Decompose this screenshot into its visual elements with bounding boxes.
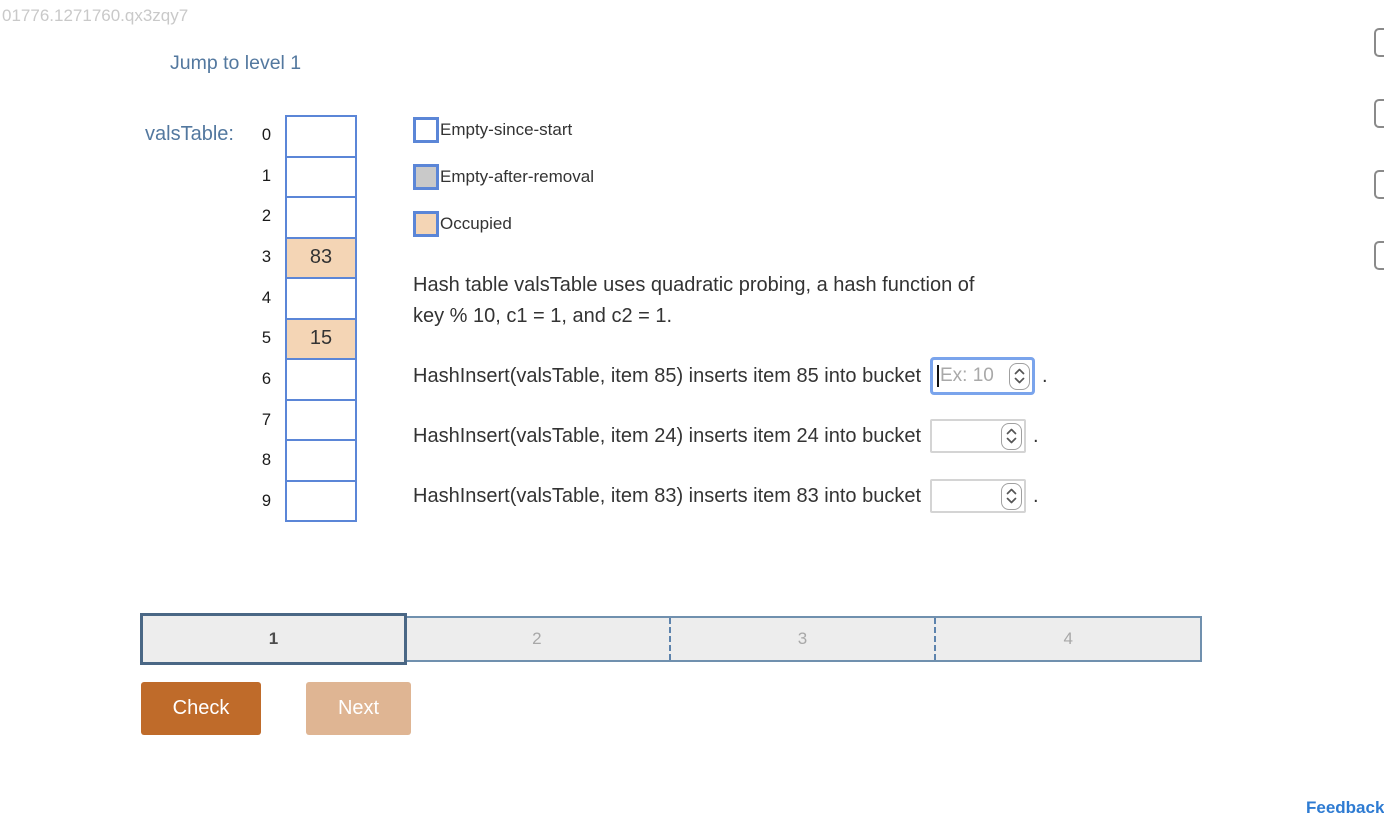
bucket-index-9: 9 <box>261 492 271 511</box>
question-prompt: HashInsert(valsTable, item 24) inserts i… <box>413 424 921 447</box>
text-caret <box>937 365 939 387</box>
document-id: 01776.1271760.qx3zqy7 <box>2 6 189 25</box>
bucket-index-4: 4 <box>261 288 271 307</box>
bucket-index-7: 7 <box>261 410 271 429</box>
legend-item: Empty-after-removal <box>413 164 594 190</box>
spinner-down-icon[interactable] <box>1006 497 1017 504</box>
edge-button-1[interactable] <box>1374 28 1384 57</box>
spinner-up-icon[interactable] <box>1014 368 1025 375</box>
bucket-index-0: 0 <box>261 125 271 144</box>
question-row-1: HashInsert(valsTable, item 85) inserts i… <box>413 356 1048 396</box>
hash-table-label: valsTable: <box>145 123 234 145</box>
legend-swatch <box>413 117 439 143</box>
question-prompt: HashInsert(valsTable, item 83) inserts i… <box>413 484 921 507</box>
bucket-cell-6 <box>287 360 355 401</box>
bucket-cell-8 <box>287 441 355 482</box>
feedback-link[interactable]: Feedback <box>1306 798 1384 817</box>
spinner-buttons[interactable] <box>1001 482 1022 510</box>
bucket-cell-4 <box>287 279 355 320</box>
bucket-answer-input-3[interactable] <box>930 479 1026 513</box>
edge-button-2[interactable] <box>1374 99 1384 128</box>
question-suffix: . <box>1033 424 1039 447</box>
progress-level-2[interactable]: 2 <box>532 629 542 648</box>
legend-item: Occupied <box>413 211 594 237</box>
bucket-answer-field-3[interactable] <box>932 485 1001 507</box>
bucket-index-1: 1 <box>261 166 271 185</box>
bucket-answer-input-2[interactable] <box>930 419 1026 453</box>
edge-button-3[interactable] <box>1374 170 1384 199</box>
bucket-index-5: 5 <box>261 329 271 348</box>
spinner-up-icon[interactable] <box>1006 488 1017 495</box>
problem-description-line: Hash table valsTable uses quadratic prob… <box>413 274 975 296</box>
question-list: HashInsert(valsTable, item 85) inserts i… <box>413 356 1048 536</box>
bucket-cell-7 <box>287 401 355 441</box>
bucket-cell-3: 83 <box>287 238 355 279</box>
hash-table: 83 15 <box>285 115 357 522</box>
bucket-answer-field-2[interactable] <box>932 425 1001 447</box>
next-button[interactable]: Next <box>306 682 411 735</box>
jump-to-level-link[interactable]: Jump to level 1 <box>170 52 302 74</box>
spinner-down-icon[interactable] <box>1006 437 1017 444</box>
progress-level-1-active[interactable]: 1 <box>140 613 407 665</box>
bucket-index-2: 2 <box>261 207 271 226</box>
legend-label: Empty-after-removal <box>440 167 594 186</box>
question-suffix: . <box>1033 484 1039 507</box>
bucket-cell-5: 15 <box>287 319 355 360</box>
progress-level-3[interactable]: 3 <box>668 618 935 660</box>
bucket-answer-input-1[interactable] <box>930 357 1035 395</box>
legend-swatch <box>413 164 439 190</box>
bucket-index-6: 6 <box>261 370 271 389</box>
bucket-index-8: 8 <box>261 451 271 470</box>
question-row-3: HashInsert(valsTable, item 83) inserts i… <box>413 476 1048 516</box>
spinner-up-icon[interactable] <box>1006 428 1017 435</box>
bucket-cell-0 <box>287 117 355 158</box>
legend-item: Empty-since-start <box>413 117 594 143</box>
edge-button-4[interactable] <box>1374 241 1384 270</box>
right-edge-rail <box>1374 28 1384 270</box>
bucket-index-3: 3 <box>261 247 271 266</box>
question-suffix: . <box>1042 364 1048 387</box>
bucket-cell-1 <box>287 158 355 198</box>
problem-description: Hash table valsTable uses quadratic prob… <box>413 270 974 332</box>
bucket-cell-9 <box>287 482 355 521</box>
spinner-buttons[interactable] <box>1001 422 1022 450</box>
hash-table-indices: 0 1 2 3 4 5 6 7 8 9 <box>232 115 278 522</box>
progress-level-4[interactable]: 4 <box>934 618 1200 660</box>
legend-label: Empty-since-start <box>440 120 573 139</box>
question-prompt: HashInsert(valsTable, item 85) inserts i… <box>413 364 921 387</box>
spinner-buttons[interactable] <box>1009 362 1030 390</box>
check-button[interactable]: Check <box>141 682 261 735</box>
problem-description-line: key % 10, c1 = 1, and c2 = 1. <box>413 305 673 327</box>
legend-label: Occupied <box>440 214 512 233</box>
bucket-cell-2 <box>287 198 355 239</box>
question-row-2: HashInsert(valsTable, item 24) inserts i… <box>413 416 1048 456</box>
spinner-down-icon[interactable] <box>1014 377 1025 384</box>
legend-swatch <box>413 211 439 237</box>
bucket-answer-field-1[interactable] <box>933 365 1009 387</box>
